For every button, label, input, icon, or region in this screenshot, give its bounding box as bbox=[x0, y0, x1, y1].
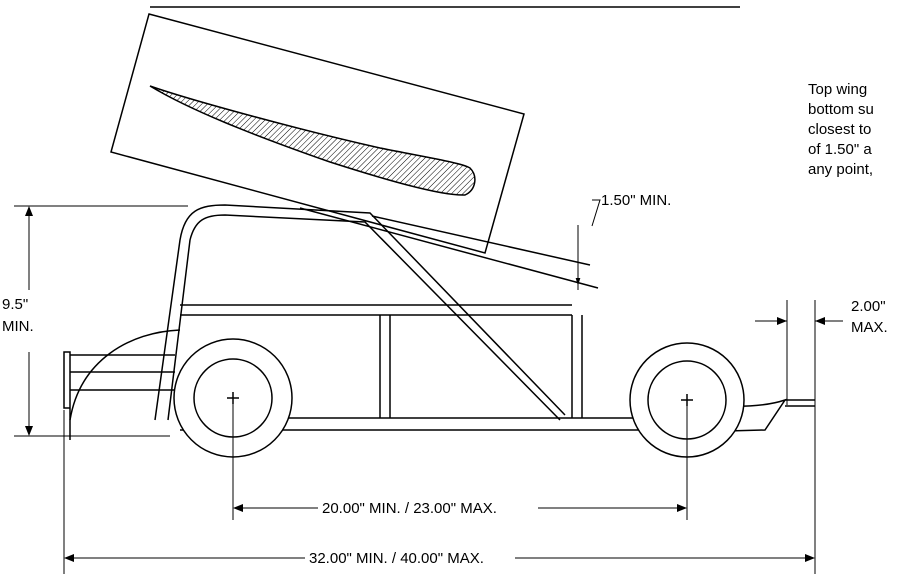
note-line-5: any point, bbox=[808, 161, 873, 178]
top-wing-box bbox=[110, 13, 525, 254]
height-label-min: MIN. bbox=[2, 318, 34, 335]
overall-length-dimension bbox=[63, 410, 815, 574]
note-line-1: Top wing bbox=[808, 81, 867, 98]
wing-airfoil bbox=[149, 85, 476, 196]
note-line-3: closest to bbox=[808, 121, 871, 138]
note-line-4: of 1.50" a bbox=[808, 141, 872, 158]
overhang-dimension bbox=[755, 300, 843, 575]
overall-length-label: 32.00" MIN. / 40.00" MAX. bbox=[309, 550, 484, 567]
height-dimension bbox=[14, 205, 188, 437]
wing-clearance-label: 1.50" MIN. bbox=[601, 192, 671, 209]
overhang-label-max: MAX. bbox=[851, 319, 888, 336]
height-label-value: 9.5" bbox=[2, 296, 28, 313]
wing-note: Top wing bottom su closest to of 1.50" a… bbox=[808, 81, 874, 178]
note-line-2: bottom su bbox=[808, 101, 874, 118]
overhang-label-value: 2.00" bbox=[851, 298, 886, 315]
wheelbase-dimension bbox=[232, 398, 688, 520]
wheelbase-label: 20.00" MIN. / 23.00" MAX. bbox=[322, 500, 497, 517]
wing-clearance-dimension bbox=[299, 199, 601, 290]
